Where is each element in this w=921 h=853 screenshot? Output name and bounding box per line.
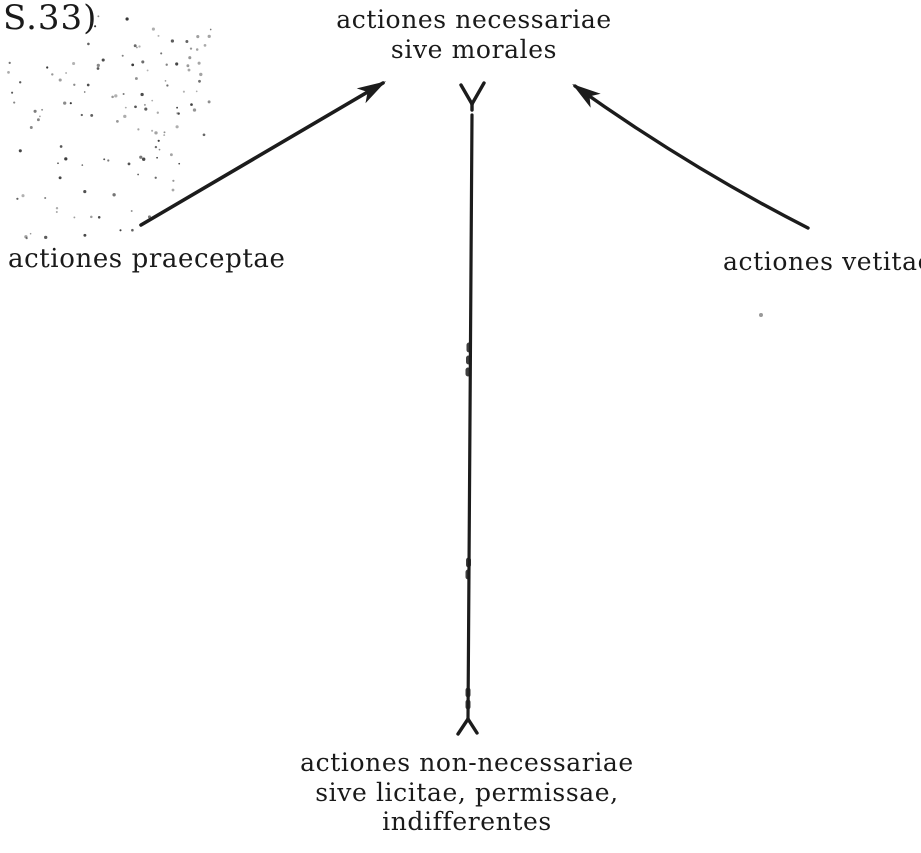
node-label-line: actiones necessariae — [336, 5, 612, 34]
node-label-line: actiones vetitae — [723, 247, 921, 276]
scan-dot — [759, 313, 763, 317]
node-label-line: actiones praeceptae — [8, 244, 286, 274]
edge-vetitae-to-necessariae — [572, 83, 810, 230]
edge-praeceptae-to-necessariae — [139, 81, 386, 227]
node-label-line: sive morales — [390, 34, 558, 64]
edge-non-necessariae-to-necessariae — [456, 81, 486, 736]
node-label-line: actiones non-necessariae — [300, 748, 634, 777]
node-actiones-vetitae: actiones vetitae — [723, 247, 921, 277]
node-actiones-necessariae: actiones necessariae sive morales — [336, 5, 612, 64]
scan-noise-speckles — [7, 15, 212, 240]
node-actiones-non-necessariae: actiones non-necessariae sive licitae, p… — [300, 748, 634, 837]
node-actiones-praeceptae: actiones praeceptae — [8, 244, 286, 275]
margin-note: S.33) — [3, 0, 98, 38]
node-label-line: indifferentes — [382, 807, 552, 836]
node-label-line: sive licitae, permissae, — [315, 777, 619, 807]
